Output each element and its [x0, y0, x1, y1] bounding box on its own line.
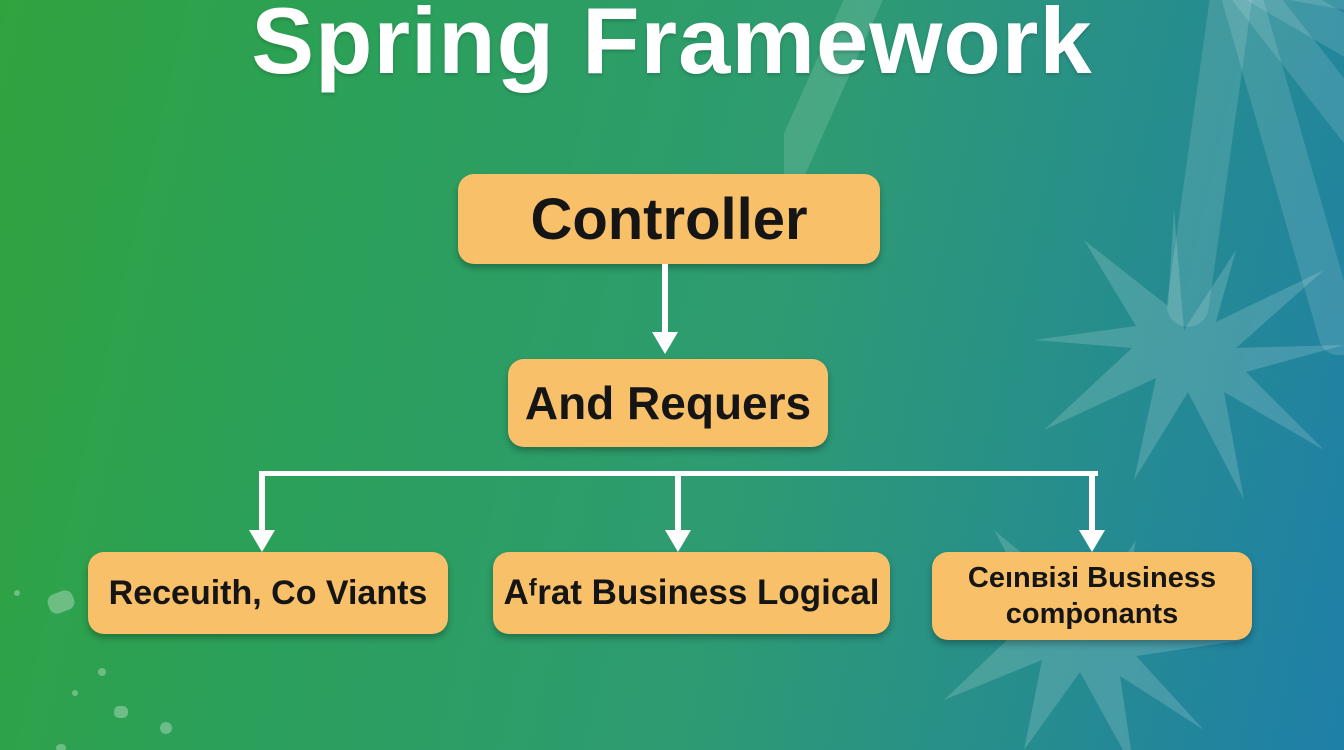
arrow-down-icon [665, 530, 691, 552]
connector-line-vertical [1089, 471, 1095, 532]
paint-speckle [72, 690, 78, 696]
paint-speckle [14, 590, 20, 596]
connector-line-vertical [259, 471, 265, 532]
node-controller-label: Controller [530, 186, 808, 252]
connector-line-vertical [662, 264, 668, 334]
node-and-requers: And Requers [508, 359, 828, 447]
arrow-down-icon [249, 530, 275, 552]
node-business-logical-label: Aᶠrat Business Logical [503, 573, 880, 612]
paint-speckle [56, 744, 66, 750]
node-receuith-coviants: Receuith, Co Viants [88, 552, 448, 634]
node-receuith-coviants-label: Receuith, Co Viants [108, 573, 428, 612]
paint-speckle [45, 588, 77, 616]
node-business-logical: Aᶠrat Business Logical [493, 552, 890, 634]
paint-speckle [114, 706, 128, 718]
node-business-components-label: Ceınвiзi Business comṗonants [967, 561, 1217, 630]
paint-speckle [160, 722, 172, 734]
paint-speckle [98, 668, 106, 676]
arrow-down-icon [1079, 530, 1105, 552]
node-and-requers-label: And Requers [524, 377, 812, 429]
connector-line-vertical [675, 471, 681, 532]
node-business-components: Ceınвiзi Business comṗonants [932, 552, 1252, 640]
node-controller: Controller [458, 174, 880, 264]
page-title: Spring Framework [251, 0, 1093, 93]
arrow-down-icon [652, 332, 678, 354]
